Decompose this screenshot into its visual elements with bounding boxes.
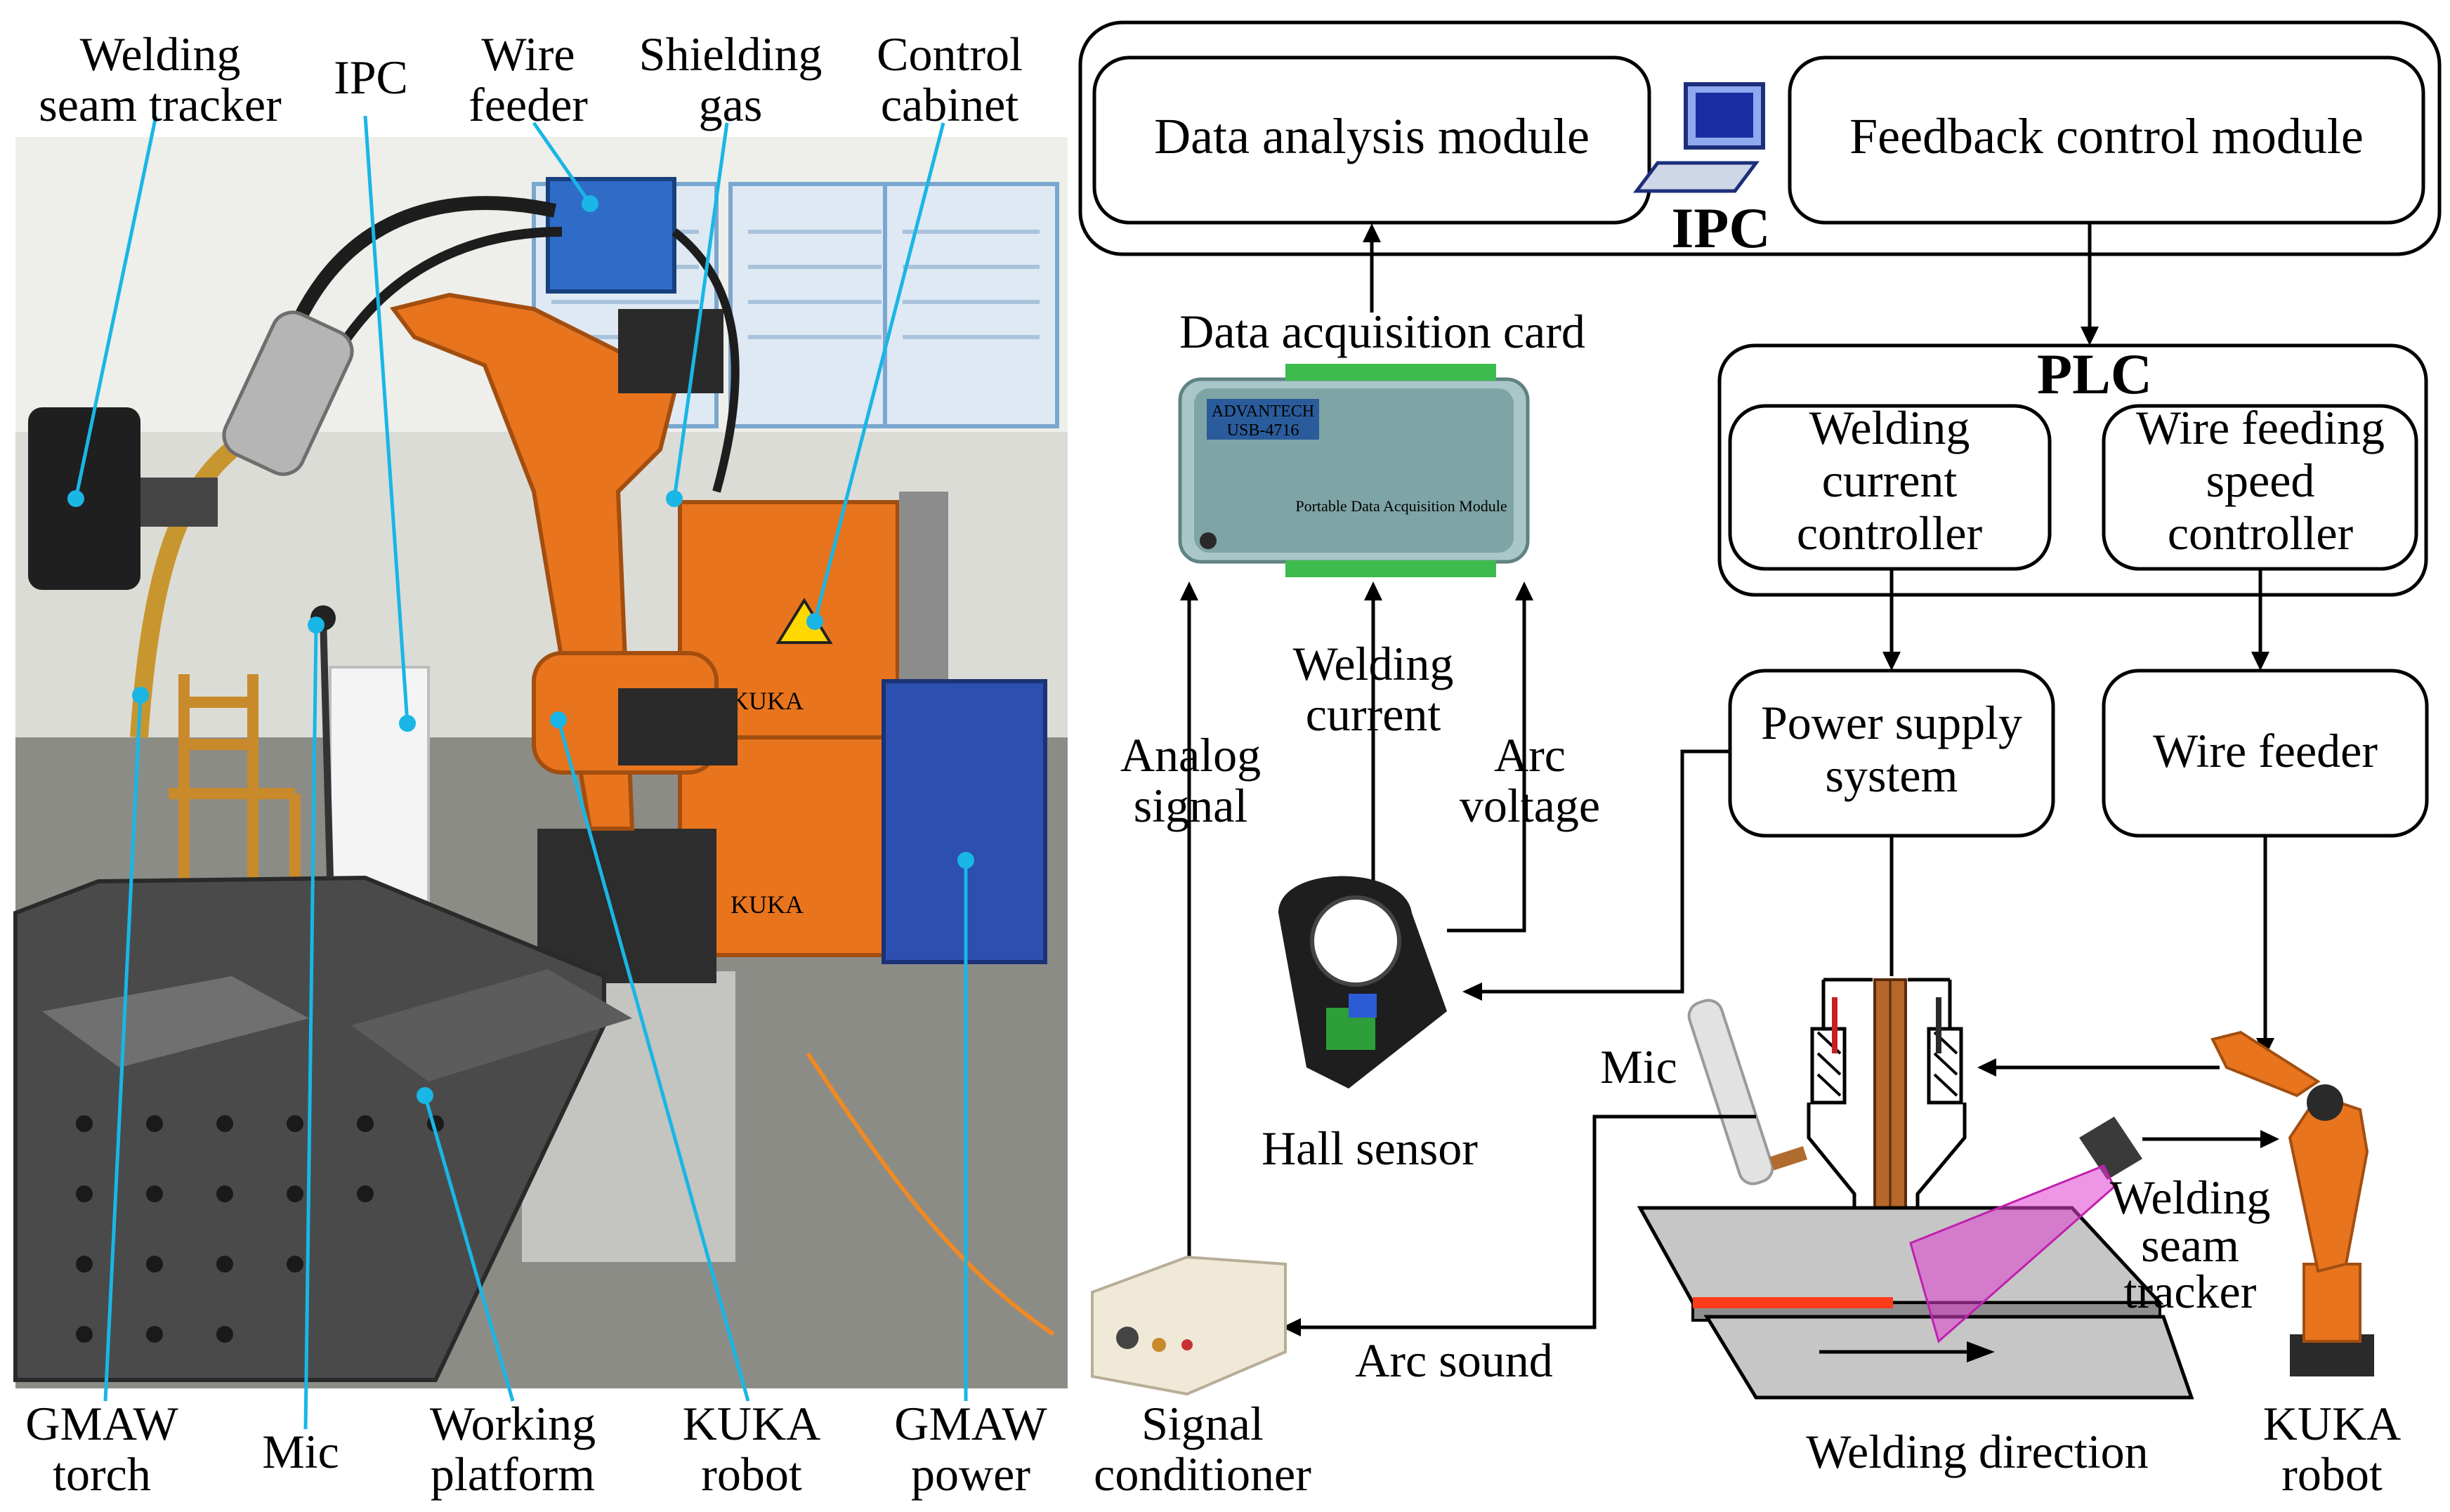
label-gmaw-torch-1: GMAW	[25, 1397, 178, 1450]
daq-caption: Portable Data Acquisition Module	[1295, 497, 1507, 515]
label-gmaw-torch-2: torch	[53, 1447, 151, 1501]
kuka-robot-diagram-label-1: KUKA	[2263, 1397, 2401, 1450]
label-shielding-gas-1: Shielding	[639, 27, 823, 81]
data-analysis-module-label: Data analysis module	[1154, 108, 1590, 164]
label-mic-photo: Mic	[262, 1425, 339, 1478]
ipc-label: IPC	[1671, 196, 1770, 260]
welding-current-controller-2: current	[1822, 454, 1958, 507]
arc-voltage-label-1: Arc	[1494, 728, 1566, 782]
hall-sensor-device	[1278, 876, 1447, 1089]
label-welding-seam-tracker-2: seam tracker	[39, 78, 282, 131]
signal-conditioner-label-1: Signal	[1141, 1397, 1264, 1450]
label-kuka-robot-photo-2: robot	[701, 1447, 802, 1501]
label-shielding-gas-2: gas	[699, 78, 763, 131]
label-gmaw-power-2: power	[911, 1447, 1030, 1501]
power-supply-system-1: Power supply	[1761, 696, 2022, 749]
label-wire-feeder-1: Wire	[481, 27, 575, 81]
seam-tracker-label-3: tracker	[2124, 1265, 2257, 1318]
label-gmaw-power-1: GMAW	[894, 1397, 1047, 1450]
wire-feeding-speed-controller-2: speed	[2206, 454, 2315, 507]
welding-direction-label: Welding direction	[1806, 1425, 2148, 1478]
workpiece-plates	[1637, 1206, 2194, 1400]
signal-conditioner-device	[1091, 1255, 1287, 1396]
welding-current-controller-3: controller	[1797, 506, 1983, 560]
label-welding-seam-tracker-1: Welding	[80, 27, 241, 81]
welding-current-controller-1: Welding	[1809, 401, 1970, 454]
plc-label: PLC	[2037, 342, 2152, 406]
label-ipc-photo: IPC	[334, 51, 408, 104]
label-control-cabinet-2: cabinet	[881, 78, 1018, 131]
label-wire-feeder-2: feeder	[469, 78, 588, 131]
mic-device	[1687, 999, 1808, 1185]
seam-tracker-label-1: Welding	[2110, 1171, 2271, 1224]
daq-model: USB-4716	[1227, 421, 1299, 440]
power-supply-system-2: system	[1826, 749, 1958, 802]
arc-voltage-label-2: voltage	[1460, 779, 1600, 832]
label-control-cabinet-1: Control	[877, 27, 1023, 81]
data-acquisition-card-label: Data acquisition card	[1179, 305, 1585, 358]
wire-feeding-speed-controller-3: controller	[2168, 506, 2354, 560]
signal-conditioner-label-2: conditioner	[1094, 1447, 1311, 1501]
label-working-platform-1: Working	[430, 1397, 596, 1450]
hall-sensor-label: Hall sensor	[1262, 1122, 1478, 1175]
label-kuka-robot-photo-1: KUKA	[683, 1397, 820, 1450]
label-working-platform-2: platform	[431, 1447, 595, 1501]
seam-tracker-diagram	[1909, 1117, 2142, 1343]
wire-feeding-speed-controller-1: Wire feeding	[2136, 401, 2385, 454]
data-acquisition-card-device: ADVANTECH USB-4716 Portable Data Acquisi…	[1178, 364, 1530, 577]
kuka-robot-diagram-label-2: robot	[2281, 1447, 2383, 1501]
cabinet-brand-bottom: KUKA	[731, 890, 804, 919]
seam-tracker-label-2: seam	[2141, 1218, 2239, 1272]
arc-sound-label: Arc sound	[1355, 1334, 1552, 1387]
mic-label: Mic	[1600, 1040, 1677, 1093]
wire-feeder-label: Wire feeder	[2153, 724, 2378, 777]
welding-cell-photo: KUKA KUKA	[13, 137, 1068, 1388]
data-analysis-module-box	[1092, 55, 1651, 225]
daq-brand: ADVANTECH	[1212, 402, 1314, 421]
feedback-control-module-label: Feedback control module	[1849, 108, 2364, 164]
kuka-robot-diagram	[2210, 1030, 2374, 1376]
cabinet-brand-top: KUKA	[731, 687, 804, 715]
photo-leaders	[67, 115, 974, 1430]
feedback-control-module-box	[1788, 55, 2425, 225]
computer-icon	[1633, 82, 1765, 193]
